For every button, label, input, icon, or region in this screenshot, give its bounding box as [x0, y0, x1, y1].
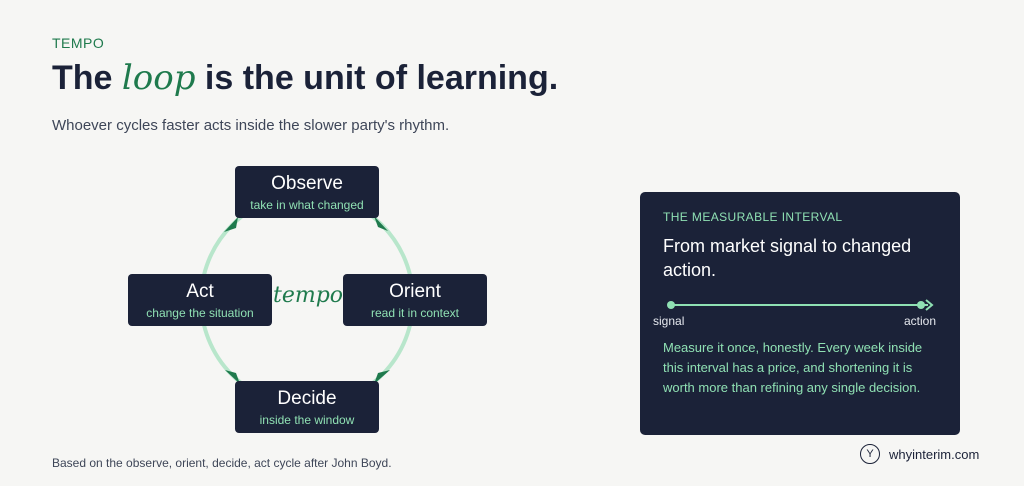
loop-arrow-decide-act: [225, 370, 240, 384]
loop-center-label: tempo: [273, 283, 344, 308]
node-act-title: Act: [186, 281, 214, 302]
interval-line: [667, 299, 934, 311]
eyebrow: TEMPO: [52, 35, 105, 51]
card-label: THE MEASURABLE INTERVAL: [663, 210, 843, 224]
brand-name: whyinterim.com: [889, 446, 980, 462]
title-end: is the unit of learning.: [195, 59, 559, 97]
node-orient: Orient read it in context: [343, 274, 487, 326]
interval-start-dot: [667, 301, 675, 309]
interval-end-label: action: [904, 314, 937, 328]
node-decide-subtitle: inside the window: [259, 413, 355, 427]
title-start: The: [52, 59, 122, 97]
interval-card: THE MEASURABLE INTERVAL From market sign…: [640, 192, 960, 435]
loop-arrow-act-observe: [224, 217, 238, 232]
page-subtitle: Whoever cycles faster acts inside the sl…: [52, 117, 450, 134]
interval-start-label: signal: [653, 314, 685, 328]
interval-arrowhead: [925, 299, 934, 311]
loop-arrow-observe-orient: [374, 216, 388, 231]
interval-end-dot: [917, 301, 925, 309]
node-act: Act change the situation: [128, 274, 272, 326]
node-observe-subtitle: take in what changed: [250, 198, 364, 212]
node-orient-title: Orient: [389, 281, 441, 302]
node-decide: Decide inside the window: [235, 381, 379, 433]
node-orient-subtitle: read it in context: [370, 306, 460, 320]
node-decide-title: Decide: [277, 388, 337, 409]
brand-logo-icon: Y: [860, 444, 880, 464]
node-observe-title: Observe: [271, 173, 343, 194]
page-title: The loop is the unit of learning.: [52, 58, 558, 98]
node-observe: Observe take in what changed: [235, 166, 379, 218]
card-body: Measure it once, honestly. Every week in…: [663, 340, 923, 395]
brand[interactable]: Y whyinterim.com: [860, 444, 979, 464]
title-accent: loop: [121, 58, 196, 98]
loop-arrow-orient-decide: [374, 370, 390, 384]
card-title: From market signal to changed action.: [663, 236, 912, 280]
footnote: Based on the observe, orient, decide, ac…: [52, 456, 392, 470]
node-act-subtitle: change the situation: [146, 306, 254, 320]
